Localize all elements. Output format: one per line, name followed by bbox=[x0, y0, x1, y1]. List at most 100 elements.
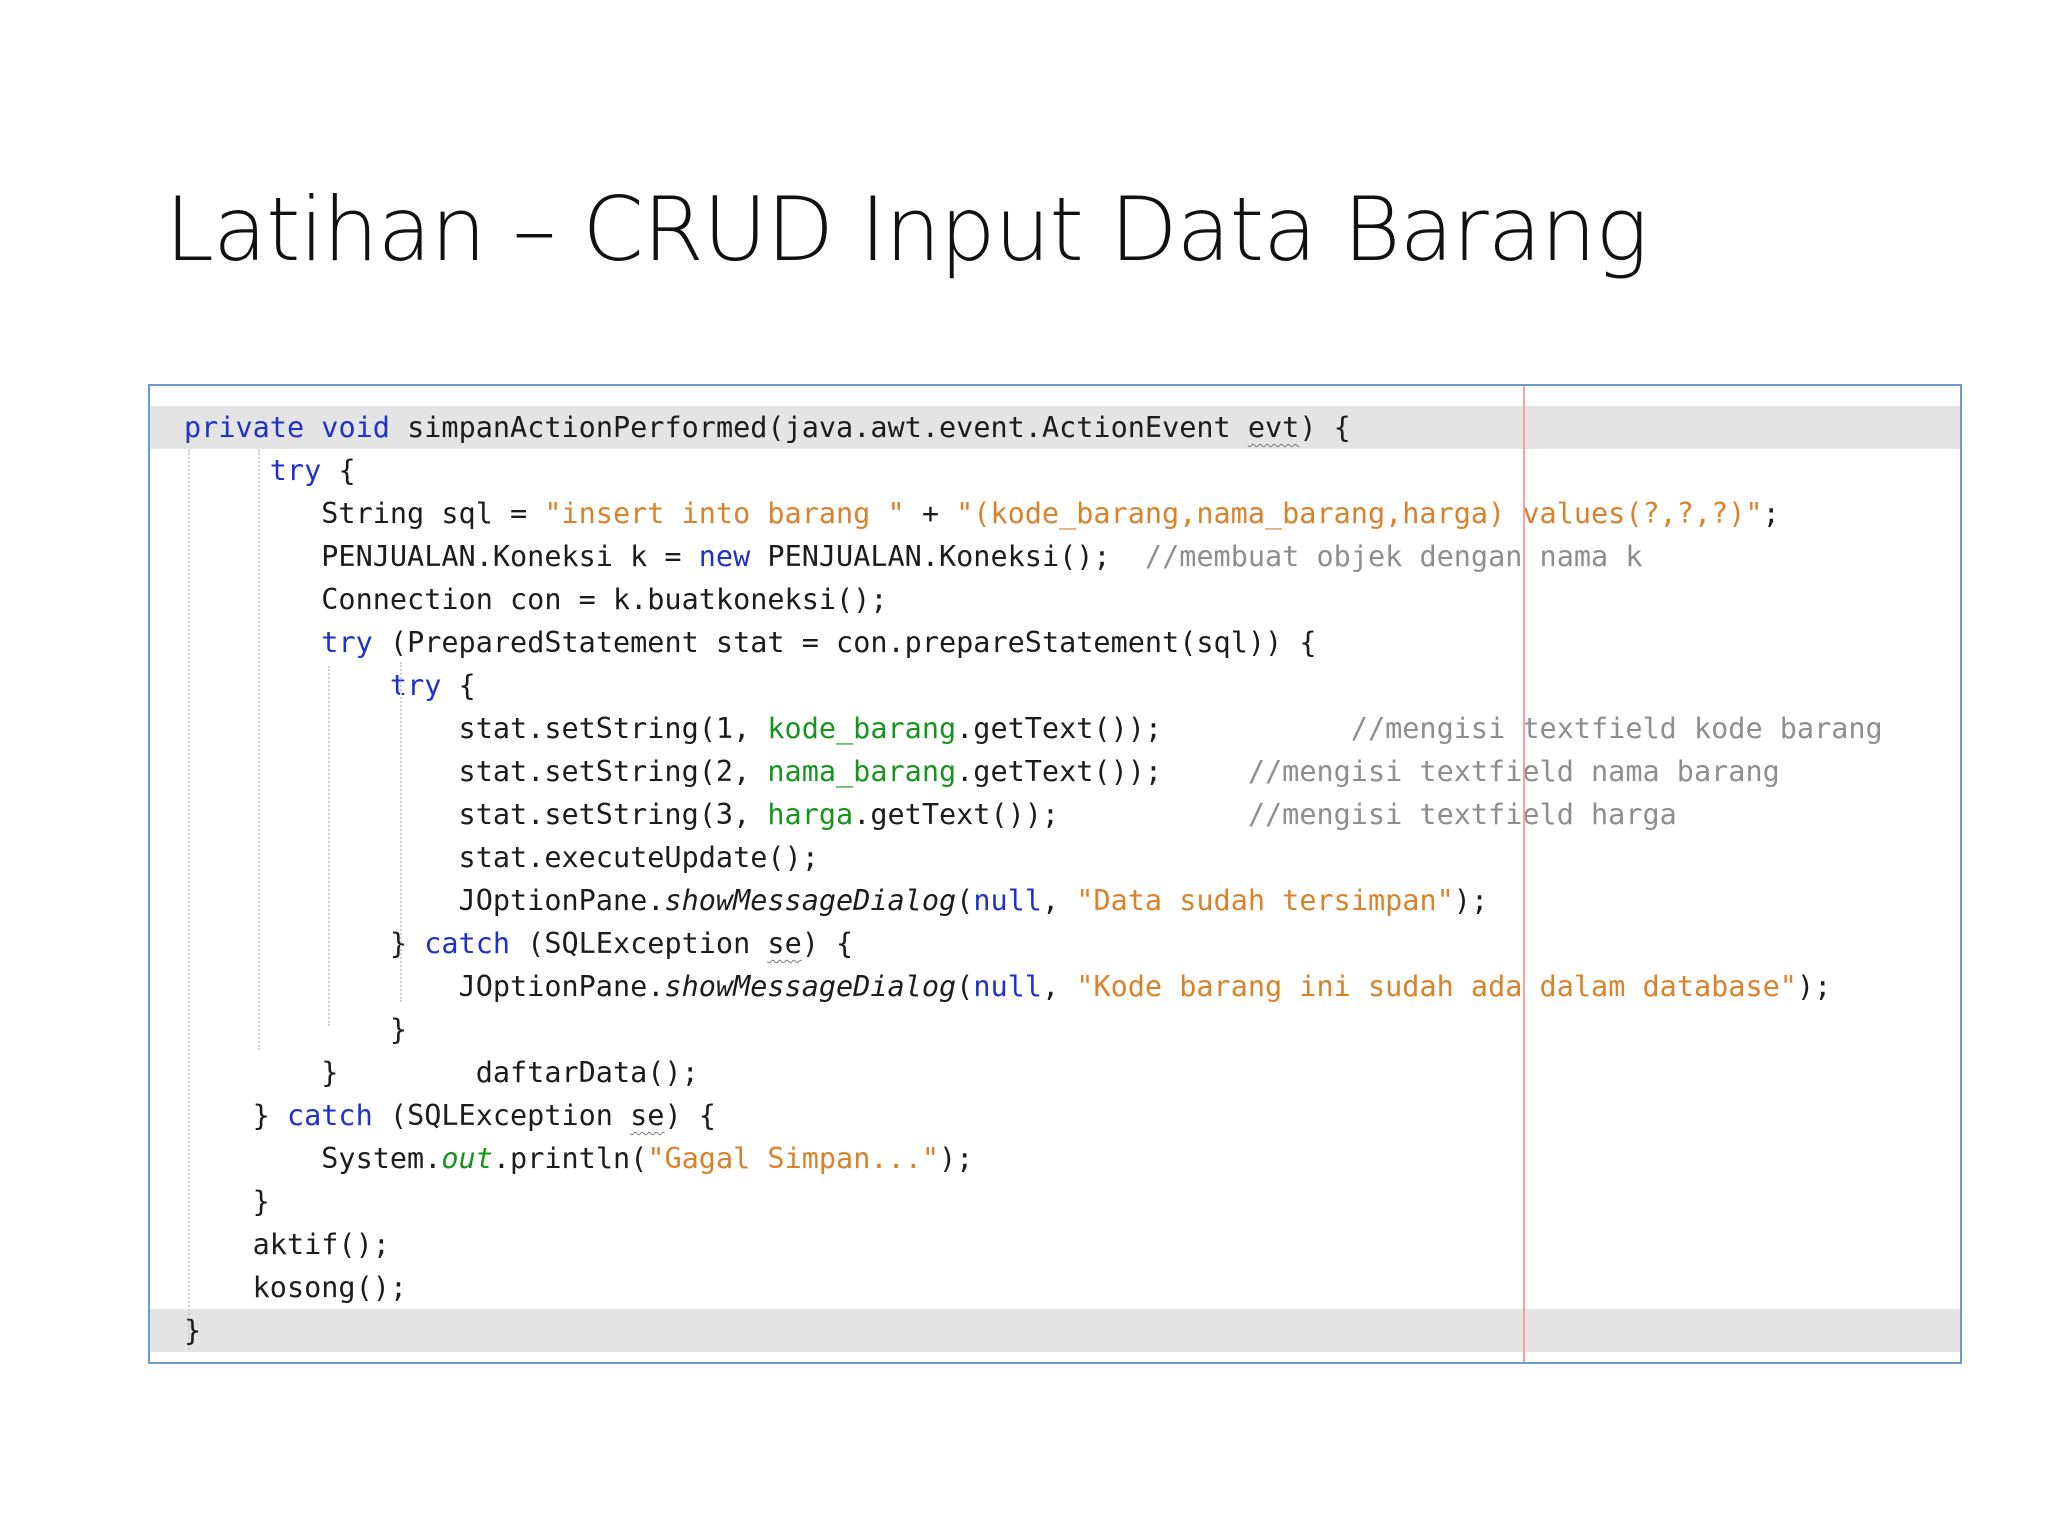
code-token: ); bbox=[1796, 970, 1832, 1003]
indent-guide bbox=[400, 662, 402, 1002]
code-token: } bbox=[184, 1185, 270, 1218]
code-token: } daftarData(); bbox=[184, 1056, 699, 1089]
code-line[interactable]: aktif(); bbox=[150, 1223, 1960, 1266]
code-line[interactable]: stat.setString(2, nama_barang.getText())… bbox=[150, 750, 1960, 793]
code-token: se bbox=[630, 1099, 665, 1132]
code-token: String sql = bbox=[184, 497, 545, 530]
code-line[interactable]: } bbox=[150, 1309, 1960, 1352]
slide-title: Latihan – CRUD Input Data Barang bbox=[165, 178, 1648, 281]
code-line[interactable]: try { bbox=[150, 449, 1960, 492]
code-token: aktif(); bbox=[184, 1228, 390, 1261]
code-token: "Kode barang ini sudah ada dalam databas… bbox=[1076, 970, 1797, 1003]
code-token: catch bbox=[424, 927, 511, 960]
code-token: { bbox=[321, 454, 356, 487]
code-token: kosong(); bbox=[184, 1271, 408, 1304]
code-line[interactable]: PENJUALAN.Koneksi k = new PENJUALAN.Kone… bbox=[150, 535, 1960, 578]
code-line[interactable]: } bbox=[150, 1180, 1960, 1223]
code-token: //mengisi textfield harga bbox=[1247, 798, 1677, 831]
code-token: } bbox=[184, 1099, 287, 1132]
code-token: evt bbox=[1247, 411, 1300, 444]
code-token: out bbox=[441, 1142, 493, 1175]
code-token: nama_barang bbox=[767, 755, 957, 788]
code-token: try bbox=[389, 669, 442, 702]
code-token: ) { bbox=[801, 927, 854, 960]
code-token bbox=[390, 411, 407, 444]
code-token: try bbox=[321, 626, 373, 659]
code-line[interactable]: kosong(); bbox=[150, 1266, 1960, 1309]
code-line[interactable]: } bbox=[150, 1008, 1960, 1051]
indent-guide bbox=[188, 450, 190, 1350]
code-token: "insert into barang " bbox=[544, 497, 905, 530]
code-line[interactable]: Connection con = k.buatkoneksi(); bbox=[150, 578, 1960, 621]
code-token: null bbox=[973, 884, 1042, 917]
code-token: .getText()); bbox=[853, 798, 1248, 831]
code-token: PENJUALAN.Koneksi k = bbox=[184, 540, 699, 573]
code-token: } bbox=[184, 1013, 408, 1046]
code-line[interactable]: System.out.println("Gagal Simpan..."); bbox=[150, 1137, 1960, 1180]
code-token: ) { bbox=[664, 1099, 716, 1132]
code-token: System. bbox=[184, 1142, 442, 1175]
code-token: harga bbox=[767, 798, 854, 831]
right-margin-guide bbox=[1523, 386, 1525, 1362]
code-line[interactable]: stat.setString(1, kode_barang.getText())… bbox=[150, 707, 1960, 750]
code-token: se bbox=[767, 927, 802, 960]
code-editor-panel: private void simpanActionPerformed(java.… bbox=[148, 384, 1962, 1364]
code-token: ( bbox=[956, 884, 974, 917]
code-token: stat.setString(1, bbox=[184, 712, 768, 745]
code-line[interactable]: stat.executeUpdate(); bbox=[150, 836, 1960, 879]
code-token: //mengisi textfield kode barang bbox=[1350, 712, 1883, 745]
code-token: "Data sudah tersimpan" bbox=[1076, 884, 1454, 917]
code-token: { bbox=[441, 669, 476, 702]
code-token: void bbox=[321, 411, 390, 444]
code-token: JOptionPane. bbox=[184, 970, 665, 1003]
code-token: .getText()); bbox=[956, 712, 1351, 745]
code-token: } bbox=[184, 927, 425, 960]
code-token bbox=[304, 411, 321, 444]
code-token: new bbox=[698, 540, 751, 573]
code-line[interactable]: try { bbox=[150, 664, 1960, 707]
code-token: (PreparedStatement stat = con.prepareSta… bbox=[372, 626, 1317, 659]
code-token: "Gagal Simpan..." bbox=[647, 1142, 940, 1175]
code-token: showMessageDialog bbox=[664, 884, 957, 917]
code-token: , bbox=[1041, 970, 1077, 1003]
code-token bbox=[184, 626, 321, 659]
code-token bbox=[184, 454, 270, 487]
code-token: .println( bbox=[492, 1142, 648, 1175]
code-token: , bbox=[1041, 884, 1077, 917]
code-token: stat.setString(3, bbox=[184, 798, 768, 831]
code-line[interactable]: } catch (SQLException se) { bbox=[150, 922, 1960, 965]
code-token: (SQLException bbox=[372, 1099, 631, 1132]
code-token: JOptionPane. bbox=[184, 884, 665, 917]
code-token: showMessageDialog bbox=[664, 970, 957, 1003]
code-token: PENJUALAN.Koneksi(); bbox=[750, 540, 1145, 573]
code-line[interactable]: stat.setString(3, harga.getText()); //me… bbox=[150, 793, 1960, 836]
code-token: null bbox=[973, 970, 1042, 1003]
code-line[interactable]: String sql = "insert into barang " + "(k… bbox=[150, 492, 1960, 535]
code-line[interactable]: } daftarData(); bbox=[150, 1051, 1960, 1094]
code-token: stat.setString(2, bbox=[184, 755, 768, 788]
code-line[interactable]: try (PreparedStatement stat = con.prepar… bbox=[150, 621, 1960, 664]
code-token: (SQLException bbox=[510, 927, 768, 960]
code-token: kode_barang bbox=[767, 712, 957, 745]
code-token: .getText()); bbox=[956, 755, 1248, 788]
indent-guide bbox=[328, 666, 330, 1026]
code-token: private bbox=[184, 411, 305, 444]
code-token: ); bbox=[1453, 884, 1489, 917]
code-line[interactable]: private void simpanActionPerformed(java.… bbox=[150, 406, 1960, 449]
code-token: ( bbox=[956, 970, 974, 1003]
code-token: simpanActionPerformed bbox=[407, 411, 768, 444]
indent-guide bbox=[258, 450, 260, 1050]
code-token: //membuat objek dengan nama k bbox=[1144, 540, 1643, 573]
code-line[interactable]: JOptionPane.showMessageDialog(null, "Kod… bbox=[150, 965, 1960, 1008]
code-token: ); bbox=[939, 1142, 974, 1175]
code-token: "(kode_barang,nama_barang,harga) values(… bbox=[956, 497, 1763, 530]
code-line[interactable]: JOptionPane.showMessageDialog(null, "Dat… bbox=[150, 879, 1960, 922]
code-token bbox=[184, 669, 390, 702]
code-token: try bbox=[269, 454, 322, 487]
code-line[interactable]: } catch (SQLException se) { bbox=[150, 1094, 1960, 1137]
code-token: //mengisi textfield nama barang bbox=[1247, 755, 1780, 788]
code-token: ; bbox=[1762, 497, 1780, 530]
code-token: stat.executeUpdate(); bbox=[184, 841, 819, 874]
code-token: catch bbox=[286, 1099, 373, 1132]
code-token: ) { bbox=[1299, 411, 1351, 444]
